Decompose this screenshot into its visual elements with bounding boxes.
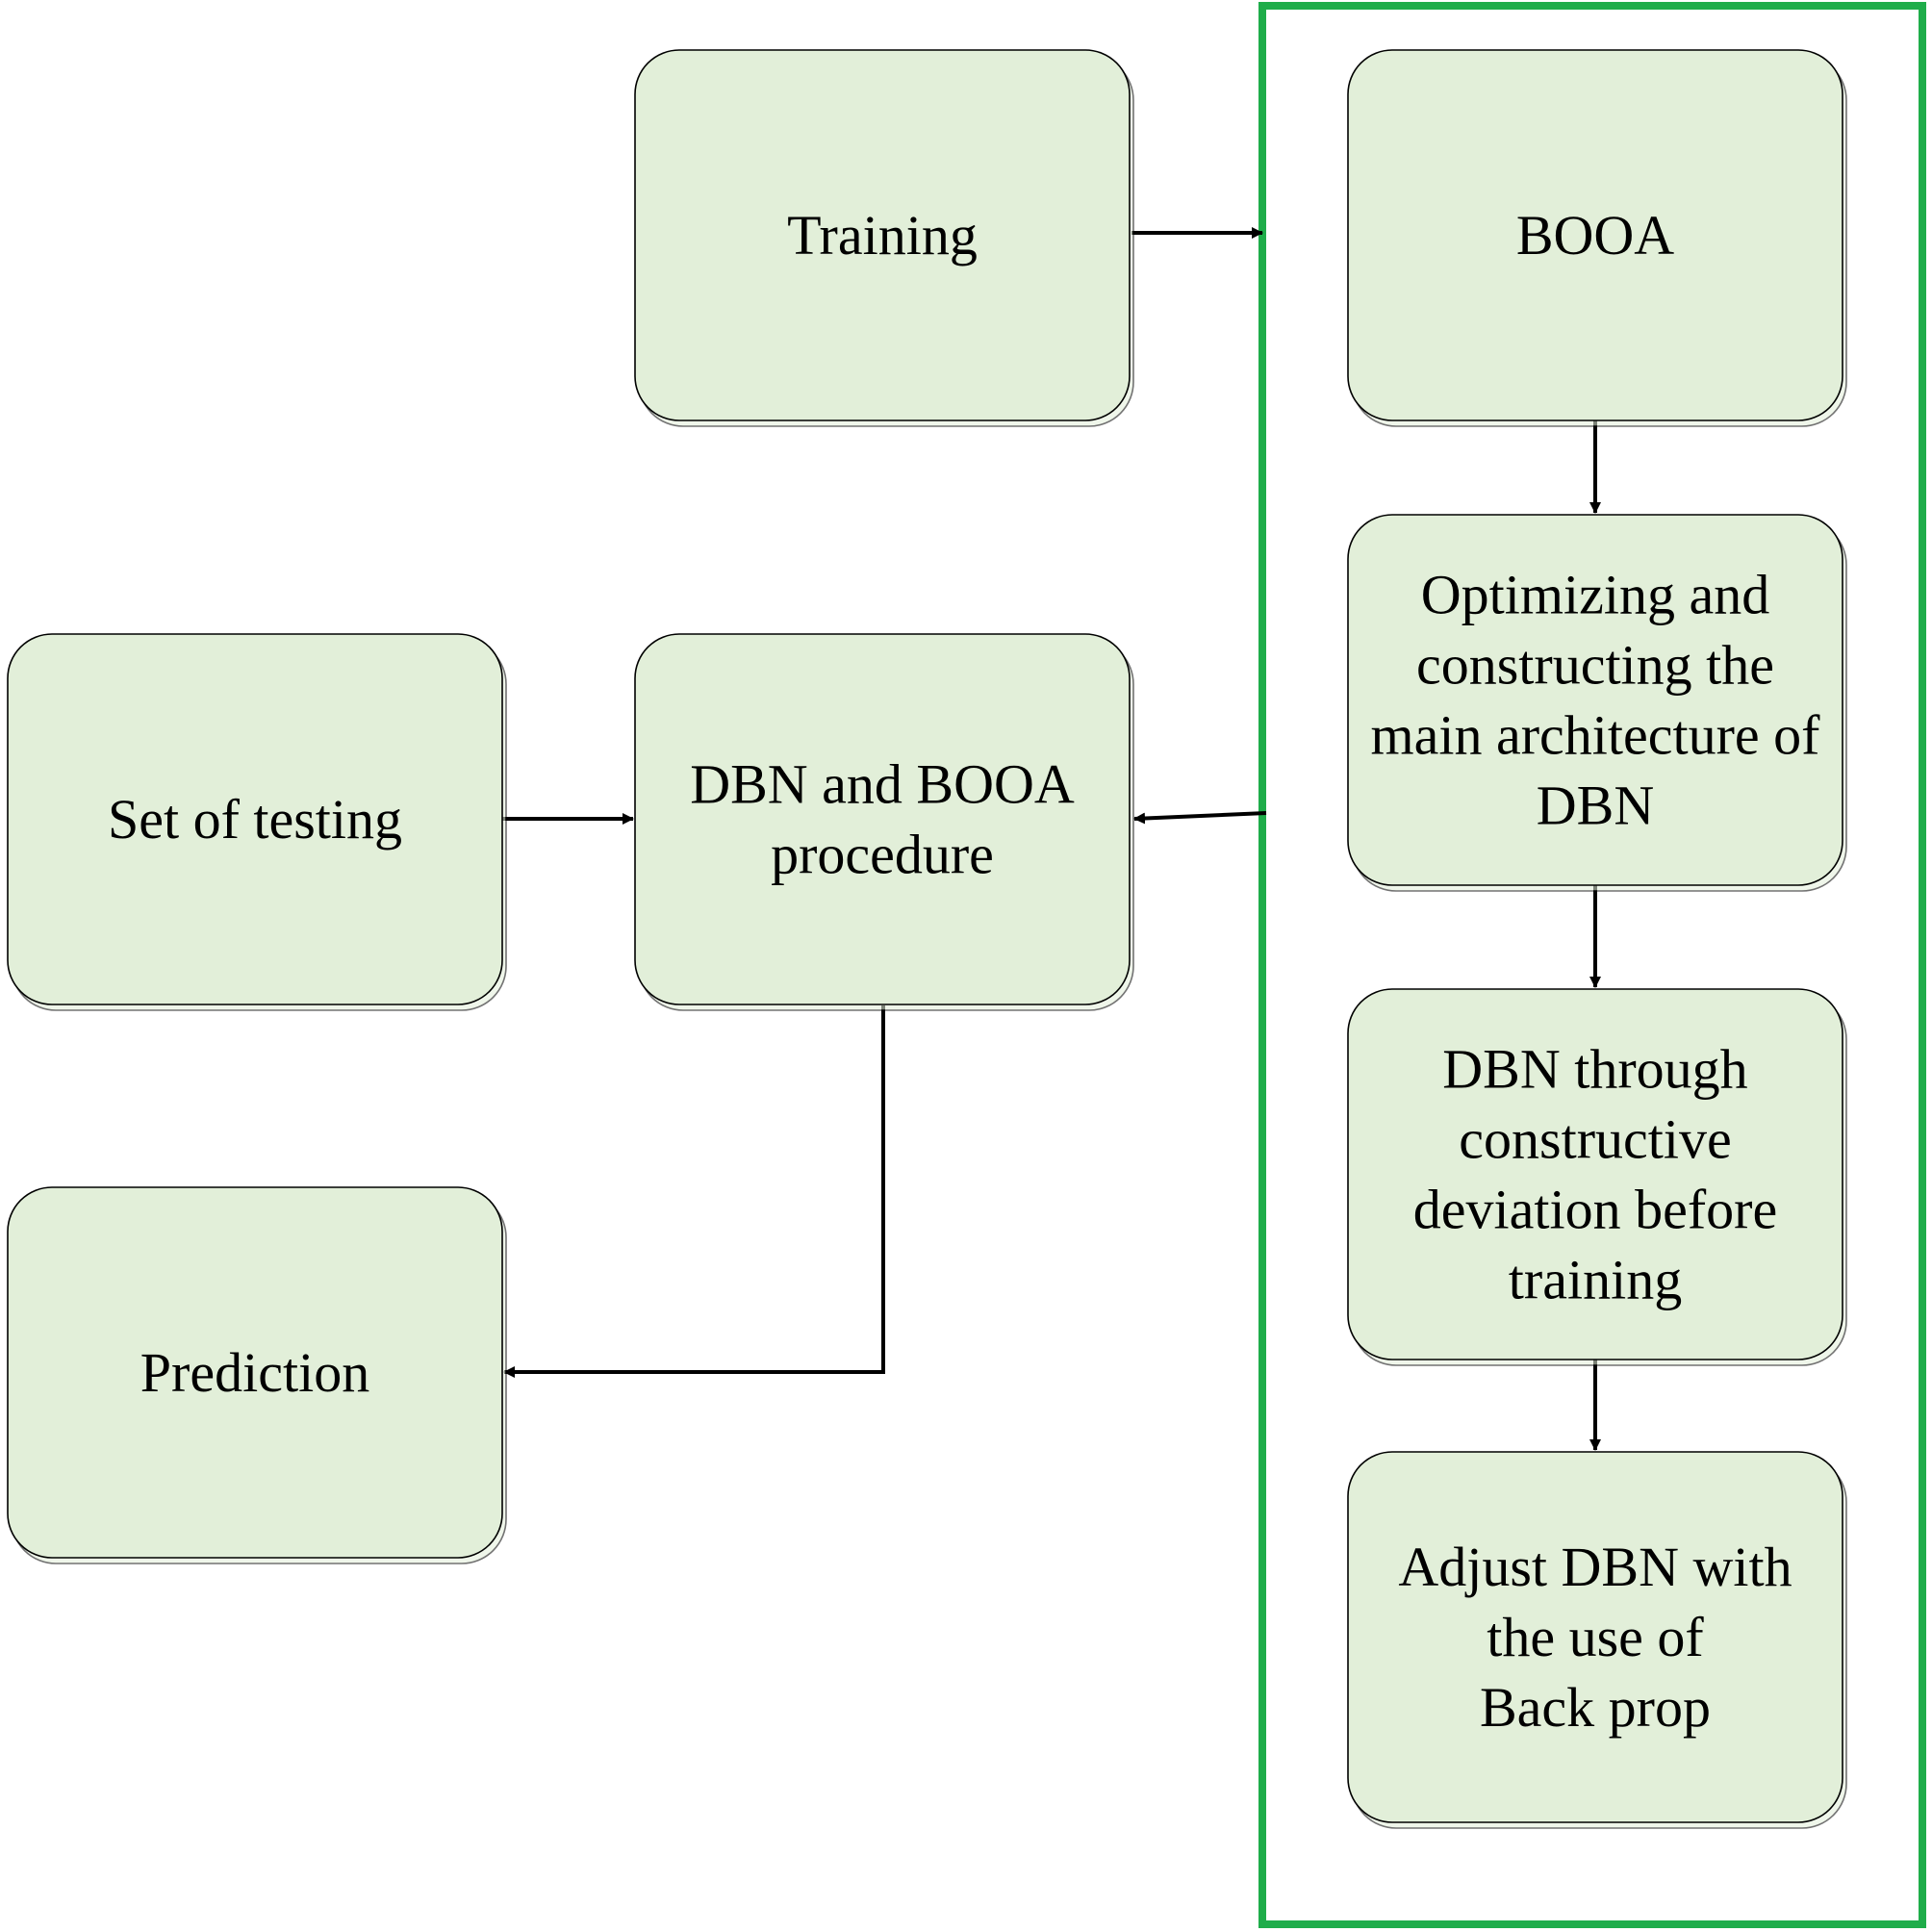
node-prediction-label: Prediction xyxy=(140,1341,369,1404)
node-label-line: DBN and BOOA xyxy=(690,753,1075,816)
node-label-line: deviation before xyxy=(1413,1179,1777,1241)
node-dbn-booa-procedure-label: DBN and BOOA procedure xyxy=(690,753,1075,886)
node-booa: BOOA xyxy=(1347,49,1847,427)
node-label-line: DBN through xyxy=(1442,1038,1747,1101)
node-label-line: Adjust DBN with xyxy=(1398,1536,1792,1598)
node-label-line: constructing the xyxy=(1416,634,1774,697)
node-label-line: Training xyxy=(787,204,978,267)
node-booa-label: BOOA xyxy=(1516,204,1674,267)
arrow-procedure-to-prediction xyxy=(503,1005,885,1378)
node-label-line: constructive xyxy=(1459,1108,1731,1171)
node-label-line: Prediction xyxy=(140,1341,369,1404)
node-adjust-dbn: Adjust DBN with the use of Back prop xyxy=(1347,1451,1847,1829)
node-prediction: Prediction xyxy=(7,1186,507,1564)
node-label-line: training xyxy=(1509,1249,1682,1311)
node-dbn-through-label: DBN through constructive deviation before t… xyxy=(1413,1038,1777,1311)
node-label-line: procedure xyxy=(771,824,994,886)
node-training-label: Training xyxy=(787,204,978,267)
node-label-line: BOOA xyxy=(1516,204,1674,267)
node-label-line: Optimizing and xyxy=(1421,564,1769,626)
node-optimizing: Optimizing and constructing the main archi… xyxy=(1347,514,1847,892)
node-label-line: main architecture of xyxy=(1371,704,1821,767)
node-label-line: Back prop xyxy=(1480,1676,1711,1739)
node-set-of-testing: Set of testing xyxy=(7,633,507,1011)
node-optimizing-label: Optimizing and constructing the main archi… xyxy=(1371,564,1821,837)
node-label-line: the use of xyxy=(1487,1606,1704,1668)
node-adjust-dbn-label: Adjust DBN with the use of Back prop xyxy=(1398,1536,1792,1739)
arrow-booa-group-to-procedure xyxy=(1133,811,1267,825)
node-dbn-booa-procedure: DBN and BOOA procedure xyxy=(634,633,1134,1011)
node-set-of-testing-label: Set of testing xyxy=(108,788,402,851)
node-training: Training xyxy=(634,49,1134,427)
node-label-line: DBN xyxy=(1537,775,1654,837)
node-label-line: Set of testing xyxy=(108,788,402,851)
booa-group-frame xyxy=(1258,2,1926,1928)
node-dbn-through: DBN through constructive deviation before t… xyxy=(1347,988,1847,1366)
